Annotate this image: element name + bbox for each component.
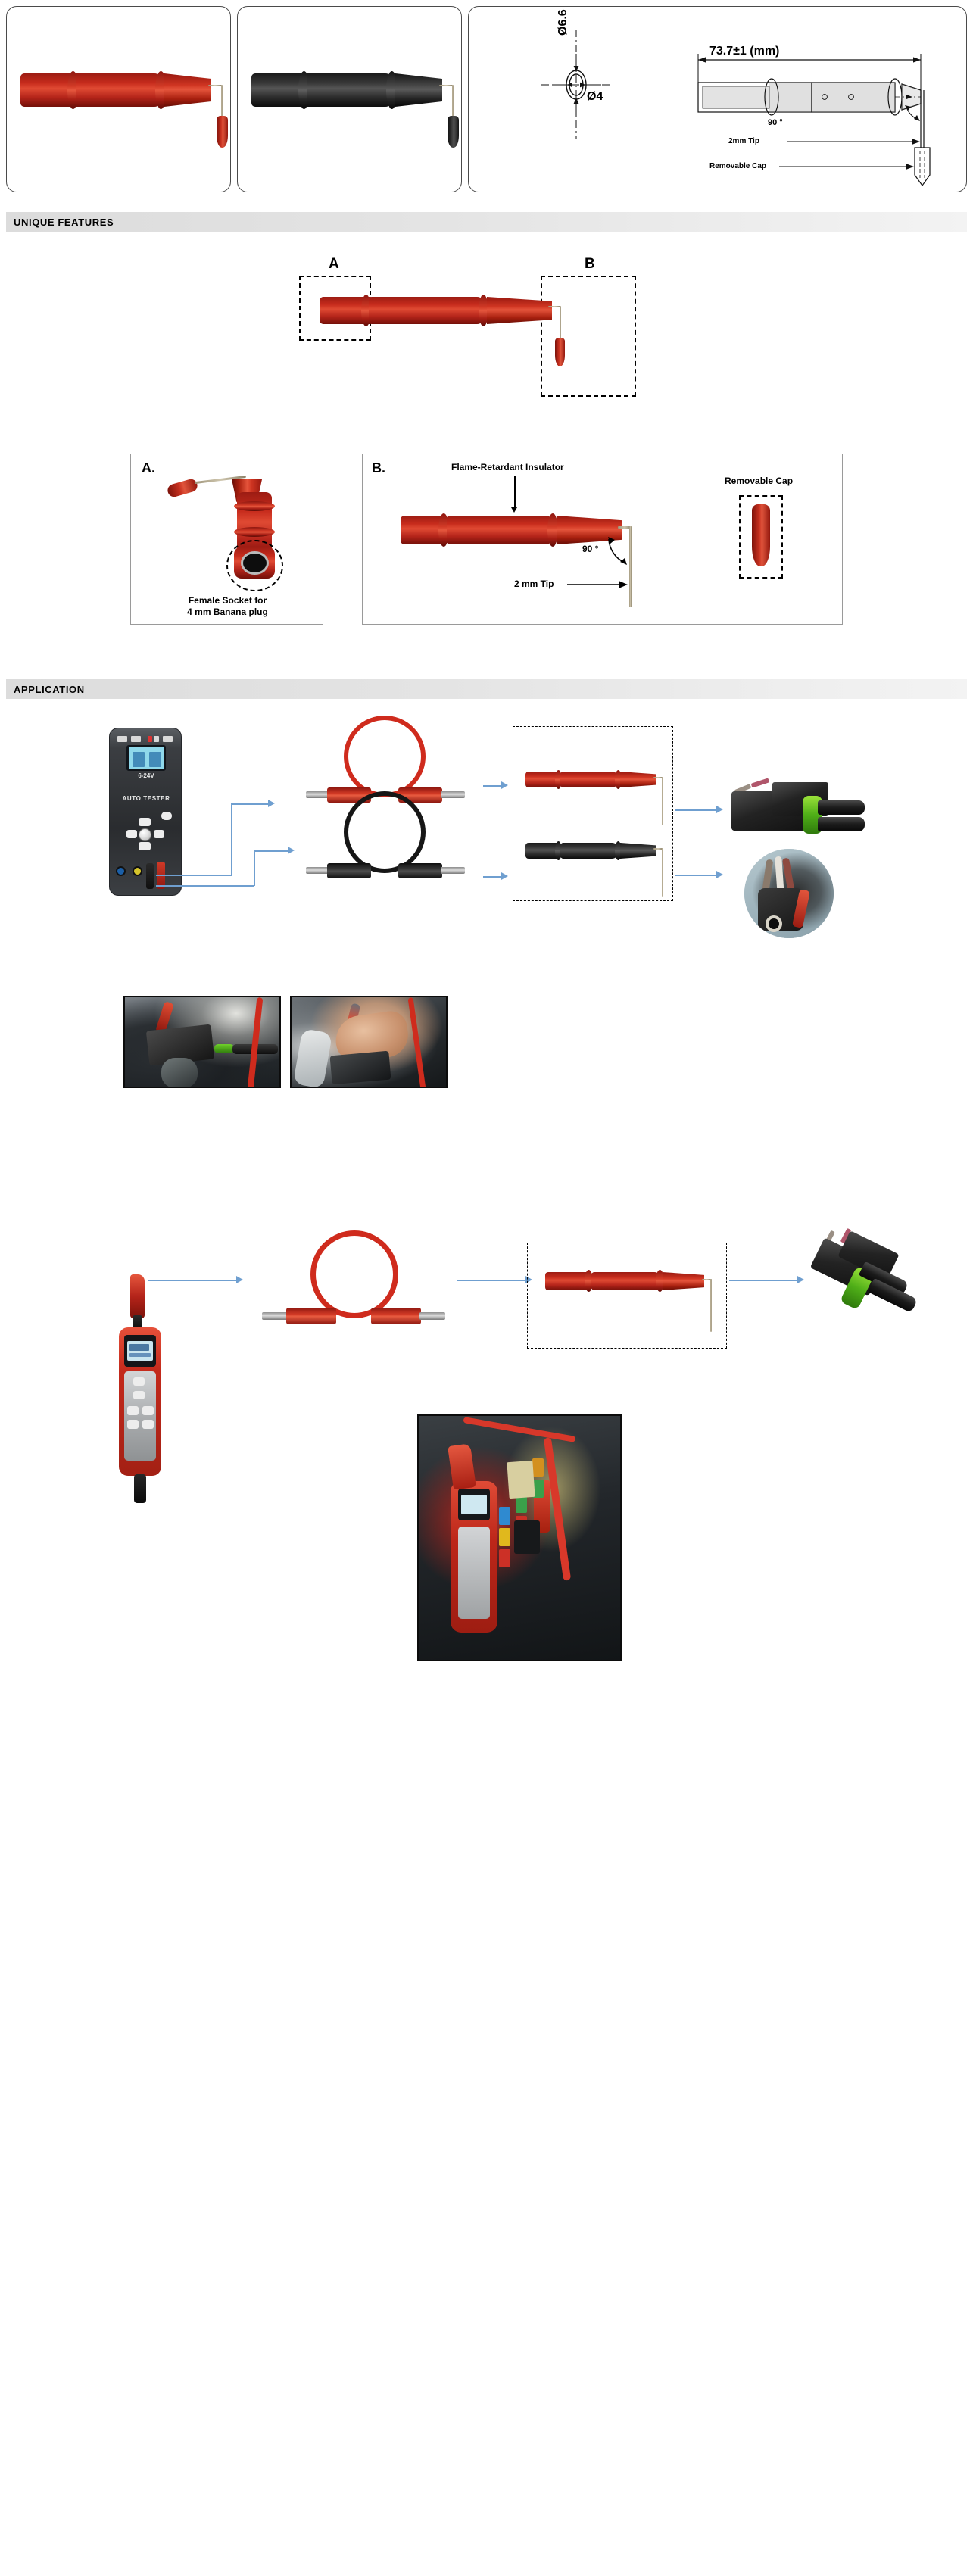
callout-label-b: B xyxy=(585,256,595,272)
tester-display xyxy=(126,745,166,771)
section-header-unique-features: UNIQUE FEATURES xyxy=(6,212,967,232)
weather-pack-connector-bottom xyxy=(806,1227,928,1329)
power-probe-btn-d[interactable] xyxy=(142,1420,154,1429)
red-cable-loop-bottom xyxy=(310,1230,398,1318)
dimension-outer-diameter: Ø6.6 xyxy=(557,9,569,36)
tester-jack-blue[interactable] xyxy=(116,866,126,876)
top-panel-row: Ø6.6 Ø4 73.7±1 (mm) 90 ° 2mm Tip Removab… xyxy=(6,6,967,192)
callout-box-b xyxy=(541,276,636,397)
section-title-text-application: APPLICATION xyxy=(14,683,85,695)
dimension-overall-length: 73.7±1 (mm) xyxy=(709,45,780,58)
removable-cap-image xyxy=(752,504,770,566)
probe-box-bottom xyxy=(527,1243,727,1349)
tester-button-right[interactable] xyxy=(154,830,164,838)
flow-arrow-tester-to-black-lead xyxy=(156,847,330,915)
probe-set-box xyxy=(513,726,673,901)
red-banana-lead-bottom xyxy=(247,1230,466,1329)
power-probe-neck xyxy=(133,1315,142,1329)
dimension-bend-angle: 90 ° xyxy=(768,118,783,127)
flow-arrow-lead-to-probe-box-bottom xyxy=(457,1274,541,1288)
power-probe-btn-c[interactable] xyxy=(127,1420,139,1429)
flow-arrow-tester-to-red-lead xyxy=(156,790,307,881)
section-title-text: UNIQUE FEATURES xyxy=(14,216,114,228)
card-a-caption-line2: 4 mm Banana plug xyxy=(187,607,268,617)
tester-button-power[interactable] xyxy=(161,812,172,820)
card-a-ring1 xyxy=(234,501,275,511)
detail-card-a: A. Female Socket for 4 mm Banana plug xyxy=(130,454,323,625)
label-removable-cap-b: Removable Cap xyxy=(725,476,794,486)
hand-back-probing-photo xyxy=(290,996,448,1088)
card-a-tag: A. xyxy=(142,460,155,476)
label-bend-angle-b: 90 ° xyxy=(582,544,599,554)
power-probe-cable xyxy=(134,1474,146,1503)
tester-button-left[interactable] xyxy=(126,830,137,838)
engine-bay-connector-photo xyxy=(123,996,281,1088)
socket-highlight-ring xyxy=(226,540,283,591)
tester-button-up[interactable] xyxy=(139,818,151,826)
insulator-leader-line xyxy=(514,476,516,509)
flow-arrow-probe-to-connector-bottom xyxy=(675,870,728,881)
power-probe-btn-up[interactable] xyxy=(133,1377,145,1386)
connector-closeup-photo xyxy=(744,849,834,938)
label-2mm-tip-b: 2 mm Tip xyxy=(514,579,554,589)
card-b-tag: B. xyxy=(372,460,385,476)
removable-cap-box xyxy=(739,495,783,579)
panel-black-probe xyxy=(237,6,462,192)
flow-arrow-red-lead-to-probe-box xyxy=(483,781,510,791)
black-banana-lead xyxy=(297,791,479,897)
tester-voltage-label: 6-24V xyxy=(138,772,154,779)
card-a-cap xyxy=(166,477,199,499)
label-flame-retardant-insulator: Flame-Retardant Insulator xyxy=(451,462,564,472)
flow-arrow-probe-to-lead-bottom xyxy=(148,1274,254,1288)
fuse-box-power-probe-photo xyxy=(417,1414,622,1661)
power-probe-btn-down[interactable] xyxy=(133,1391,145,1399)
drawing-svg xyxy=(541,30,931,187)
tester-black-plug xyxy=(146,863,154,889)
insulator-leader-arrow xyxy=(511,507,517,513)
tester-brand-label: AUTO TESTER xyxy=(122,795,170,802)
section-header-application: APPLICATION xyxy=(6,679,967,699)
tester-center-dial[interactable] xyxy=(139,828,151,841)
red-cable-loop xyxy=(344,716,426,797)
card-a-caption-line1: Female Socket for xyxy=(188,595,267,606)
dimension-cap-label: Removable Cap xyxy=(709,162,767,170)
flow-arrow-black-lead-to-probe-box xyxy=(483,872,510,882)
card-b-annotations-svg xyxy=(567,537,628,588)
detail-card-b: B. Flame-Retardant Insulator 90 ° 2 mm T… xyxy=(362,454,843,625)
power-probe-btn-a[interactable] xyxy=(127,1406,139,1415)
flow-arrow-probe-box-to-connector-bottom xyxy=(729,1274,812,1288)
power-probe-tip xyxy=(130,1274,145,1318)
unique-features-content: A B A. xyxy=(0,232,973,675)
panel-technical-drawing: Ø6.6 Ø4 73.7±1 (mm) 90 ° 2mm Tip Removab… xyxy=(468,6,967,192)
dimension-tip-label: 2mm Tip xyxy=(728,137,759,145)
card-a-ring2 xyxy=(234,527,275,537)
dimension-inner-diameter: Ø4 xyxy=(587,90,603,103)
power-probe-keypad xyxy=(124,1371,156,1461)
tester-jack-yellow[interactable] xyxy=(133,866,142,876)
card-a-caption: Female Socket for 4 mm Banana plug xyxy=(131,595,324,618)
weather-pack-connector-top xyxy=(728,773,869,853)
tester-button-down[interactable] xyxy=(139,842,151,850)
handheld-power-probe xyxy=(117,1274,167,1503)
panel-red-probe xyxy=(6,6,231,192)
flow-arrow-probe-to-connector-top xyxy=(675,805,728,816)
black-cable-loop xyxy=(344,791,426,873)
power-probe-btn-b[interactable] xyxy=(142,1406,154,1415)
auto-tester-unit: 6-24V AUTO TESTER xyxy=(109,728,182,896)
callout-label-a: A xyxy=(329,256,339,272)
